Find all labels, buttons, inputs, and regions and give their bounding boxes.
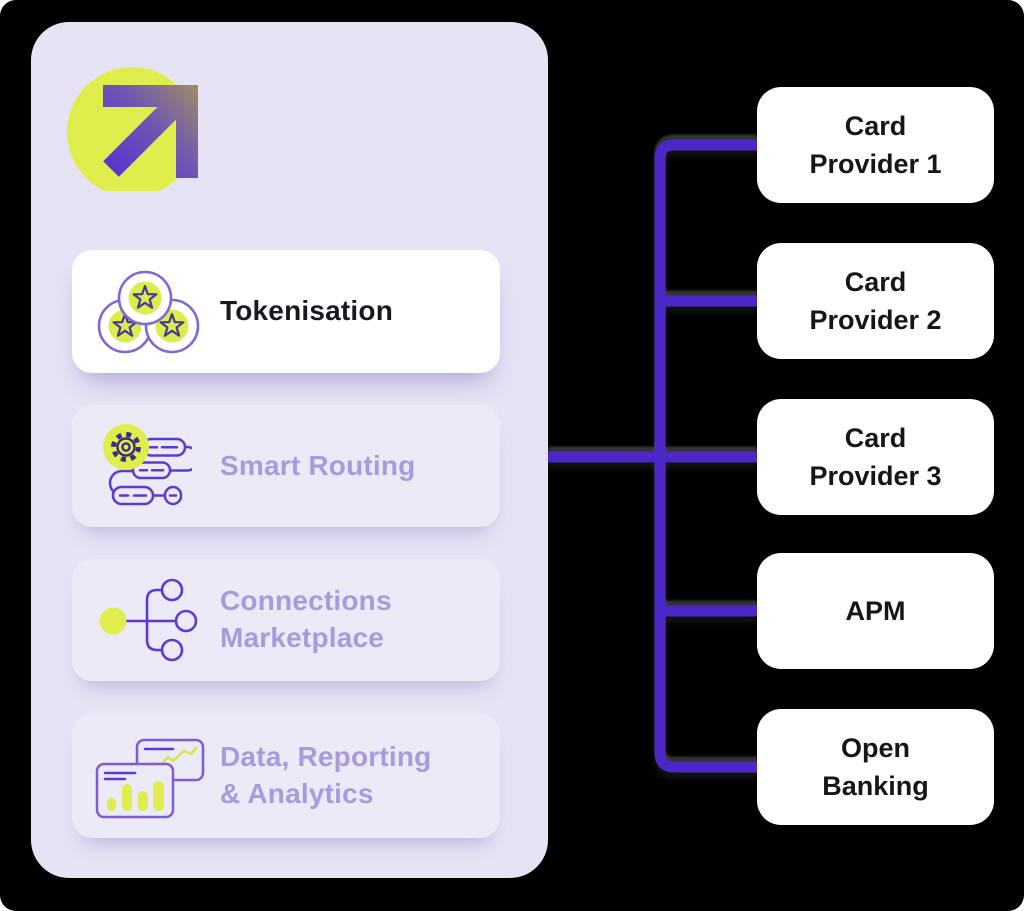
token-coins-icon [97,270,200,354]
smart-routing-icon [103,424,192,506]
arrow-head [103,85,198,178]
provider-node-card-provider-1: Card Provider 1 [757,87,994,203]
provider-node-card-provider-3: Card Provider 3 [757,399,994,515]
tree-root-dot [99,607,127,635]
feature-card-data-reporting-analytics[interactable]: Data, Reporting & Analytics [72,714,500,838]
provider-node-open-banking: Open Banking [757,709,994,825]
provider-node-card-provider-2: Card Provider 2 [757,243,994,359]
feature-label: Tokenisation [220,295,394,327]
feature-label: Data, Reporting & Analytics [220,741,432,809]
analytics-charts-icon [95,738,205,819]
trunk-line [654,139,757,773]
feature-card-connections-marketplace[interactable]: Connections Marketplace [72,559,500,681]
product-panel: Tokenisation [31,22,548,878]
brand-arrow-logo-icon [67,67,198,191]
connections-tree-icon [99,578,198,662]
feature-card-tokenisation[interactable]: Tokenisation [72,250,500,373]
bar-chart [107,781,164,811]
arrow-shaft [103,91,189,177]
feature-label: Connections Marketplace [220,585,392,653]
provider-node-apm: APM [757,553,994,669]
feature-label: Smart Routing [220,449,416,481]
gear-icon [111,432,141,462]
feature-card-smart-routing[interactable]: Smart Routing [72,405,500,527]
